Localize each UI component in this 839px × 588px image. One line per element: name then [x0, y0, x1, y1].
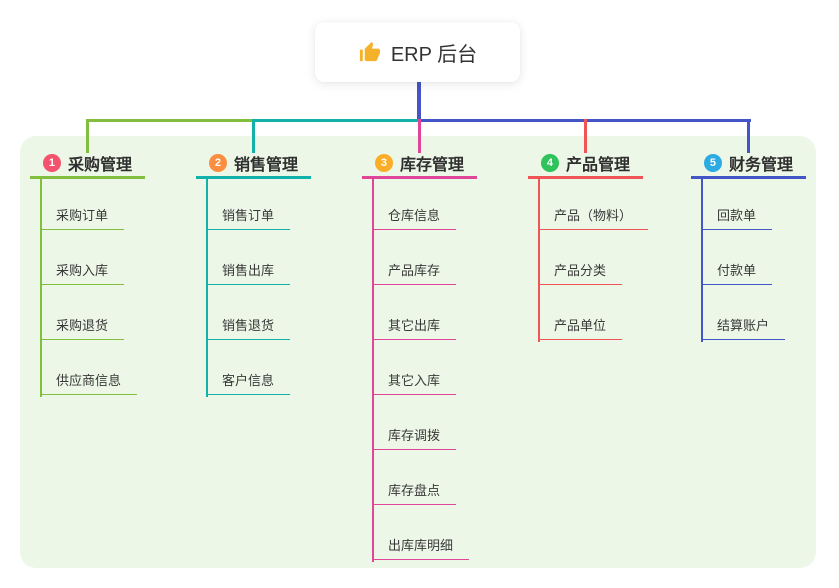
- child-node[interactable]: 库存盘点: [372, 478, 457, 505]
- child-node[interactable]: 产品库存: [372, 258, 457, 285]
- branch-title-label: 采购管理: [67, 157, 132, 174]
- child-node[interactable]: 采购订单: [40, 203, 125, 230]
- branch-node-2[interactable]: 2 销售管理: [196, 150, 311, 179]
- branch-spine-line: [701, 179, 703, 342]
- branch-node-3[interactable]: 3 库存管理: [362, 150, 477, 179]
- thumbs-up-icon: [358, 41, 381, 64]
- child-node[interactable]: 产品单位: [538, 313, 623, 340]
- branch-index-badge: 1: [42, 154, 61, 172]
- root-connector-line: [417, 82, 421, 120]
- branch-node-4[interactable]: 4 产品管理: [528, 150, 643, 179]
- root-node[interactable]: ERP 后台: [315, 22, 520, 82]
- branch-index-badge: 3: [374, 154, 393, 172]
- child-node[interactable]: 销售退货: [206, 313, 291, 340]
- branch-index-badge: 5: [703, 154, 722, 172]
- branch-spine-line: [40, 179, 42, 397]
- child-node[interactable]: 出库库明细: [372, 533, 470, 560]
- child-node[interactable]: 客户信息: [206, 368, 291, 395]
- child-node[interactable]: 产品分类: [538, 258, 623, 285]
- branch-spine-line: [372, 179, 374, 562]
- child-node[interactable]: 采购入库: [40, 258, 125, 285]
- branch-index-badge: 2: [208, 154, 227, 172]
- branch-drop-line: [747, 119, 750, 153]
- child-node[interactable]: 销售订单: [206, 203, 291, 230]
- branch-spine-line: [538, 179, 540, 342]
- child-node[interactable]: 其它出库: [372, 313, 457, 340]
- child-node[interactable]: 产品（物料）: [538, 203, 649, 230]
- connector-horizontal-mid: [253, 119, 420, 122]
- child-node[interactable]: 仓库信息: [372, 203, 457, 230]
- branch-index-badge: 4: [540, 154, 559, 172]
- branch-title-label: 财务管理: [728, 157, 793, 174]
- child-node[interactable]: 库存调拨: [372, 423, 457, 450]
- branch-node-1[interactable]: 1 采购管理: [30, 150, 145, 179]
- branch-drop-line: [584, 119, 587, 153]
- branch-drop-line: [86, 119, 89, 153]
- child-node[interactable]: 其它入库: [372, 368, 457, 395]
- branch-title-label: 销售管理: [233, 157, 298, 174]
- connector-horizontal-left: [87, 119, 254, 122]
- child-node[interactable]: 销售出库: [206, 258, 291, 285]
- branch-title-label: 产品管理: [565, 157, 630, 174]
- child-node[interactable]: 结算账户: [701, 313, 786, 340]
- branches-panel: [20, 136, 816, 568]
- child-node[interactable]: 供应商信息: [40, 368, 138, 395]
- root-label: ERP 后台: [390, 43, 478, 66]
- child-node[interactable]: 采购退货: [40, 313, 125, 340]
- branch-node-5[interactable]: 5 财务管理: [691, 150, 806, 179]
- branch-drop-line: [252, 119, 255, 153]
- branch-spine-line: [206, 179, 208, 397]
- branch-drop-line: [418, 119, 421, 153]
- child-node[interactable]: 回款单: [701, 203, 773, 230]
- branch-title-label: 库存管理: [399, 157, 464, 174]
- child-node[interactable]: 付款单: [701, 258, 773, 285]
